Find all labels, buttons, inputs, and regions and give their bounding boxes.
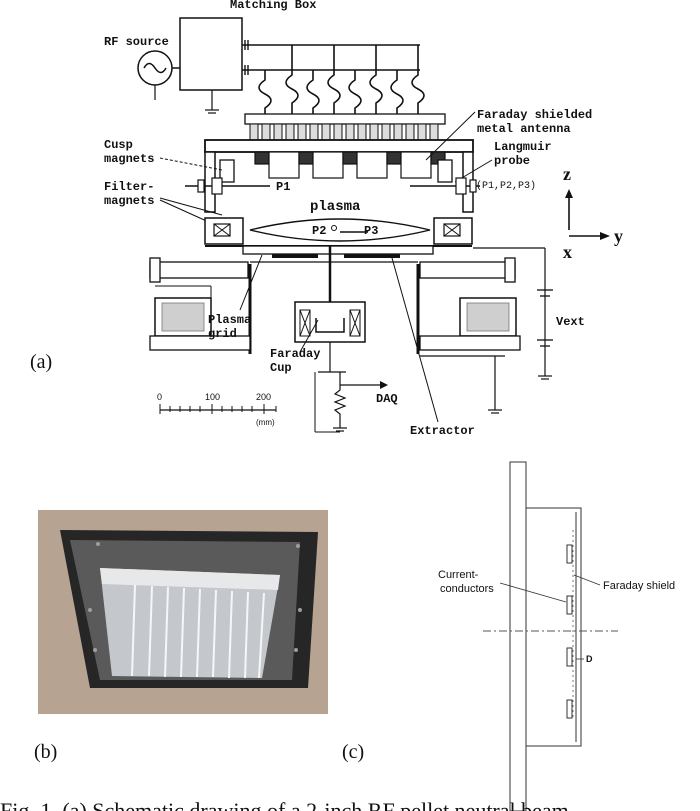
- cusp-magnets-label-1: Cusp: [104, 138, 133, 152]
- plasma-grid-label-2: grid: [208, 327, 237, 341]
- matching-box: [179, 17, 243, 91]
- vext-label: Vext: [556, 315, 585, 329]
- p1-label: P1: [276, 180, 290, 194]
- panel-a: Matching Box RF source: [30, 0, 623, 438]
- current-conductors-label-2: conductors: [440, 583, 494, 595]
- rf-source-label: RF source: [104, 35, 169, 49]
- daq-label: DAQ: [376, 392, 398, 406]
- panel-c: Current- conductors Faraday shield D (c): [342, 461, 675, 811]
- panel-b: (b): [34, 510, 328, 763]
- plasma-label: plasma: [310, 199, 361, 215]
- plasma-shape: [249, 218, 431, 242]
- plasma-grid-label-1: Plasma: [208, 313, 251, 327]
- axis-z-label: z: [563, 164, 571, 184]
- faraday-antenna-label-1: Faraday shielded: [477, 108, 592, 122]
- panel-c-label: (c): [342, 741, 364, 763]
- antenna-elements: [249, 123, 439, 141]
- langmuir-label-2: probe: [494, 154, 530, 168]
- caption: Fig. 1. (a) Schematic drawing of a 2-inc…: [0, 798, 569, 811]
- cusp-magnets-label-2: magnets: [104, 152, 154, 166]
- langmuir-label-1: Langmuir: [494, 140, 552, 154]
- antenna-plate: [204, 139, 474, 153]
- coil-blocks: [254, 151, 446, 179]
- p2-label: P2: [312, 224, 326, 238]
- cusp-magnet-left: [219, 159, 235, 183]
- filter-magnets-label-2: magnets: [104, 194, 154, 208]
- faraday-shield-label: Faraday shield: [603, 580, 675, 592]
- shield-housing: [526, 507, 582, 747]
- faraday-cup-label-1: Faraday: [270, 347, 320, 361]
- faraday-antenna-label-2: metal antenna: [477, 122, 571, 136]
- scale-tick-100: 100: [205, 392, 220, 402]
- faraday-cup-label-2: Cup: [270, 361, 292, 375]
- cusp-magnet-right: [437, 159, 453, 183]
- current-conductors-label-1: Current-: [438, 569, 479, 581]
- panel-b-label: (b): [34, 741, 57, 763]
- matching-box-label: Matching Box: [230, 0, 316, 12]
- antenna-photo-conductors: [131, 584, 265, 679]
- scale-ticks: [159, 404, 277, 414]
- scale-unit: (mm): [256, 418, 275, 427]
- scale-tick-0: 0: [157, 392, 162, 402]
- axis-x-label: x: [563, 242, 572, 262]
- antenna-feed-wires: [258, 45, 425, 118]
- filter-magnets-label-1: Filter-: [104, 180, 154, 194]
- antenna-flange: [244, 113, 446, 125]
- antenna-photo-plate: [100, 568, 280, 678]
- langmuir-label-3: (P1,P2,P3): [476, 180, 536, 192]
- current-conductors: [566, 544, 573, 719]
- extractor-label: Extractor: [410, 424, 475, 438]
- scale-tick-200: 200: [256, 392, 271, 402]
- backplate: [509, 461, 527, 811]
- d-label: D: [586, 654, 593, 664]
- panel-a-label: (a): [30, 351, 52, 373]
- axis-y-label: y: [614, 226, 623, 246]
- sine-icon: [143, 62, 167, 74]
- p3-label: P3: [364, 224, 378, 238]
